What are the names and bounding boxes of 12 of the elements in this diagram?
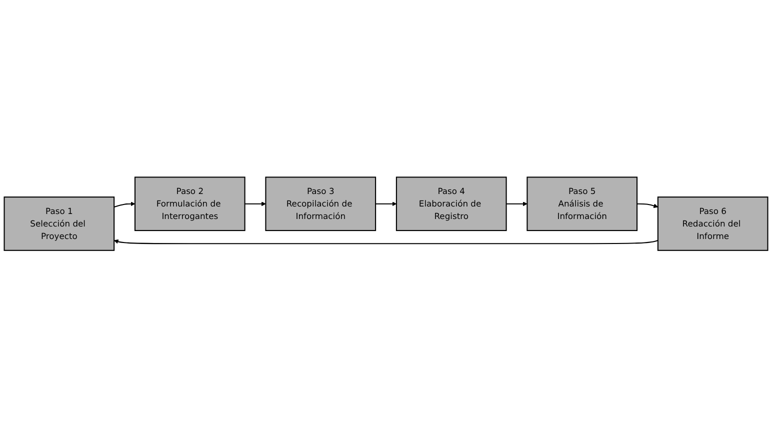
node-box: Paso 4 Elaboración de Registro <box>396 176 507 232</box>
node-box: Paso 5 Análisis de Información <box>526 176 638 232</box>
arrow <box>244 202 266 206</box>
arrow <box>114 202 136 208</box>
arrow <box>637 204 658 208</box>
node-box: Paso 3 Recopilación de Información <box>265 176 376 232</box>
node-box: Paso 6 Redacción del Informe <box>657 196 768 252</box>
node-box: Paso 2 Formulación de Interrogantes <box>134 176 246 232</box>
arrow <box>506 202 528 206</box>
node-box: Paso 1 Selección del Proyecto <box>4 196 115 252</box>
arrow <box>114 240 658 244</box>
arrow <box>376 202 397 206</box>
